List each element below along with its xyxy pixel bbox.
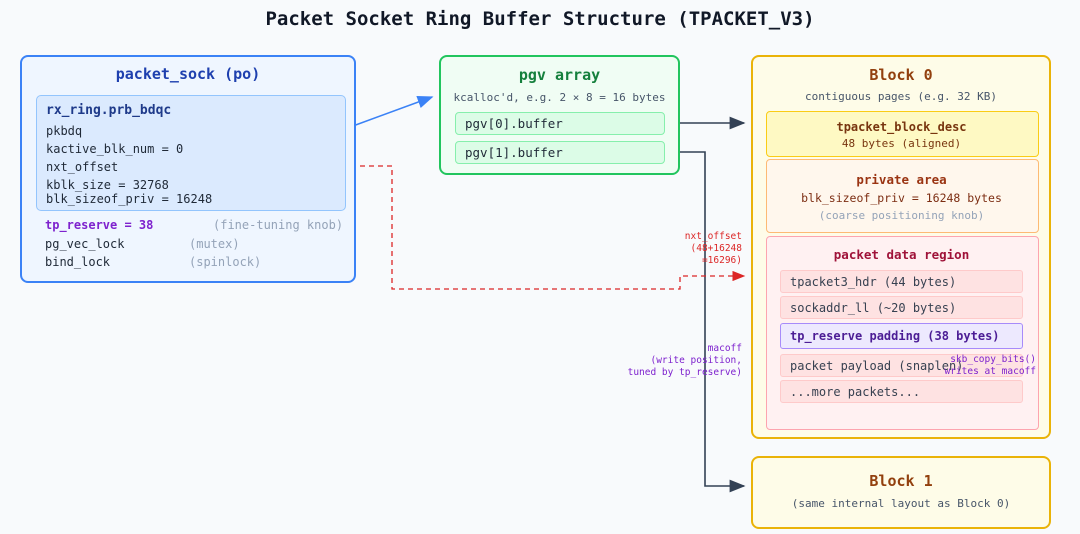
macoff-annotation-line-1: macoff <box>707 343 742 354</box>
kblk-size-field: kblk_size = 32768 <box>46 178 169 192</box>
block-desc-label: tpacket_block_desc <box>836 120 967 134</box>
pkbdq-field: pkbdq <box>46 124 83 138</box>
pg-vec-lock-field: pg_vec_lock <box>45 237 125 251</box>
block-desc-sub: 48 bytes (aligned) <box>841 137 962 150</box>
rx-ring-box: rx_ring.prb_bdqc pkbdq kactive_blk_num =… <box>36 95 346 211</box>
private-area-note: (coarse positioning knob) <box>818 209 985 222</box>
macoff-annotation-line-3: tuned by tp_reserve) <box>627 367 742 378</box>
tp-reserve-note: (fine-tuning knob) <box>213 218 344 232</box>
blk-sizeof-priv-field: blk_sizeof_priv = 16248 <box>46 192 213 206</box>
block-desc-box: tpacket_block_desc 48 bytes (aligned) <box>766 111 1039 157</box>
private-area-sub: blk_sizeof_priv = 16248 bytes <box>801 191 1002 205</box>
tp-reserve-field: tp_reserve = 38 <box>45 218 154 232</box>
macoff-annotation: macoff (write position, tuned by tp_rese… <box>628 343 742 379</box>
macoff-annotation-line-2: (write position, <box>650 355 742 366</box>
skb-copy-annotation: skb_copy_bits() writes at macoff <box>944 354 1036 378</box>
packet-item-sockaddr-ll: sockaddr_ll (~20 bytes) <box>780 296 1023 319</box>
block-1-box: Block 1 (same internal layout as Block 0… <box>751 456 1051 529</box>
sock-to-pgv-arrow <box>341 95 434 131</box>
diagram-title: Packet Socket Ring Buffer Structure (TPA… <box>265 8 815 30</box>
pgv-header: pgv array <box>518 66 601 84</box>
packet-sock-box: packet_sock (po) rx_ring.prb_bdqc pkbdq … <box>20 55 356 283</box>
rx-ring-label: rx_ring.prb_bdqc <box>46 103 172 118</box>
nxt-offset-annotation-line-1: nxt_offset <box>684 231 742 242</box>
kactive-field: kactive_blk_num = 0 <box>46 142 184 156</box>
packet-data-region-box: packet data region tpacket3_hdr (44 byte… <box>766 236 1039 430</box>
packet-item-tp-reserve-padding: tp_reserve padding (38 bytes) <box>780 323 1023 349</box>
pgv1-to-block1-arrow <box>664 151 746 493</box>
skb-copy-annotation-line-2: writes at macoff <box>944 366 1036 377</box>
block-0-header: Block 0 <box>869 66 933 84</box>
packet-item-tpacket3-hdr: tpacket3_hdr (44 bytes) <box>780 270 1023 293</box>
nxt-offset-annotation-line-2: (48+16248 <box>690 243 742 254</box>
nxt-offset-dashed-arrow <box>342 165 746 290</box>
packet-sock-header: packet_sock (po) <box>115 65 261 83</box>
packet-item-payload: packet payload (snaplen) <box>780 354 1023 377</box>
private-area-label: private area <box>856 172 947 187</box>
private-area-box: private area blk_sizeof_priv = 16248 byt… <box>766 159 1039 233</box>
nxt-offset-annotation: nxt_offset (48+16248 =16296) <box>685 231 742 267</box>
pgv-sub: kcalloc'd, e.g. 2 × 8 = 16 bytes <box>453 91 666 104</box>
pgv-array-box: pgv array kcalloc'd, e.g. 2 × 8 = 16 byt… <box>439 55 680 175</box>
block-1-header: Block 1 <box>869 472 933 490</box>
packet-data-label: packet data region <box>833 247 970 262</box>
nxt-offset-field: nxt_offset <box>46 160 119 174</box>
pg-vec-lock-note: (mutex) <box>189 237 240 251</box>
pgv-cell-1: pgv[1].buffer <box>455 141 665 164</box>
skb-copy-annotation-line-1: skb_copy_bits() <box>950 354 1036 365</box>
bind-lock-field: bind_lock <box>45 255 111 269</box>
pgv-cell-0: pgv[0].buffer <box>455 112 665 135</box>
bind-lock-note: (spinlock) <box>189 255 262 269</box>
block-0-sub: contiguous pages (e.g. 32 KB) <box>804 90 998 103</box>
block-1-sub: (same internal layout as Block 0) <box>791 497 1011 510</box>
nxt-offset-annotation-line-3: =16296) <box>701 255 742 266</box>
packet-item-more: ...more packets... <box>780 380 1023 403</box>
